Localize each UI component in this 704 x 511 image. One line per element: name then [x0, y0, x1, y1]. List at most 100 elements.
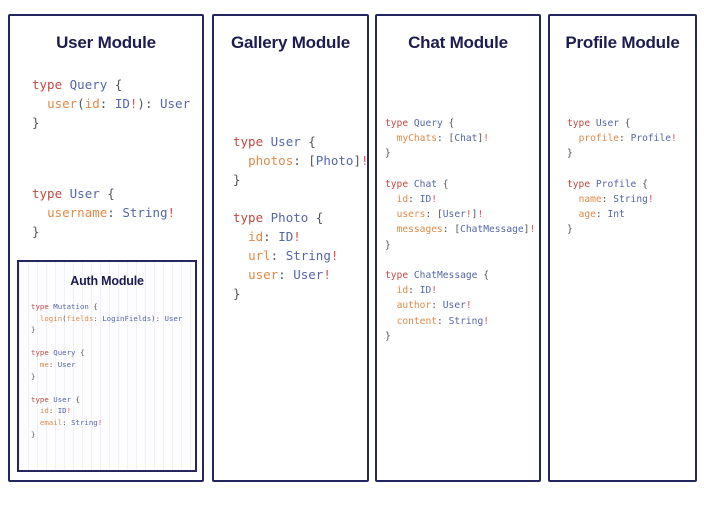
module-panel-profile[interactable]: Profile Module type User { profile: Prof… — [548, 14, 697, 482]
code-token: type — [32, 186, 70, 201]
code-token: content — [396, 315, 437, 327]
code-token: ID — [419, 285, 432, 297]
module-panel-user[interactable]: User Module type Query { user(id: ID!): … — [8, 14, 204, 482]
module-title-gallery: Gallery Module — [230, 33, 351, 52]
code-token: ] — [471, 209, 478, 221]
code-token: : — [408, 285, 420, 297]
code-token: ( — [62, 313, 67, 323]
code-token — [385, 224, 397, 235]
code-token: String — [448, 315, 484, 327]
code-token: User — [595, 118, 619, 129]
code-token: ID — [114, 96, 130, 111]
code-token — [31, 360, 40, 369]
code-token: ! — [167, 205, 176, 220]
code-token: ! — [360, 153, 369, 168]
code-token — [385, 133, 397, 144]
code-token: ! — [431, 285, 438, 297]
code-token: : — [408, 194, 420, 205]
code-token: type — [385, 118, 414, 129]
code-token: ! — [671, 133, 677, 145]
schema-code-block-gallery-photo: type Photo { id: ID! url: String! user: … — [233, 208, 367, 303]
module-panel-gallery[interactable]: Gallery Module type User { photos: [Phot… — [212, 14, 369, 482]
module-title-user: User Module — [56, 33, 156, 52]
code-token: User — [160, 96, 191, 111]
code-token: login — [39, 313, 63, 323]
code-token: me — [39, 359, 49, 369]
code-token: } — [31, 429, 36, 439]
code-token: { — [99, 186, 115, 201]
module-title-chat: Chat Module — [408, 33, 508, 52]
code-token: { — [442, 118, 455, 129]
code-token: type — [233, 134, 271, 149]
code-token: ! — [483, 315, 489, 327]
code-token: String — [71, 417, 98, 427]
code-token: ID — [278, 229, 294, 244]
code-token: } — [233, 172, 241, 187]
code-token: : [ — [437, 133, 455, 145]
code-token: id — [396, 194, 409, 205]
code-token: : — [263, 229, 279, 244]
code-token: } — [233, 286, 241, 301]
schema-code-block-auth-mutation: type Mutation { login(fields: LoginField… — [31, 301, 195, 336]
code-token: { — [300, 134, 316, 149]
code-token: User — [53, 394, 72, 404]
code-token: Query — [413, 118, 443, 129]
code-token: name — [578, 194, 602, 205]
code-token: Chat — [413, 178, 437, 190]
code-token: ! — [465, 300, 472, 312]
code-token: ChatMessage — [460, 224, 524, 236]
code-token — [32, 96, 47, 111]
code-token: ! — [66, 406, 72, 416]
code-token: : — [431, 300, 443, 312]
code-token: type — [233, 210, 271, 225]
schema-code-block-user-query: type Query { user(id: ID!): User } — [32, 75, 202, 132]
code-token: Mutation — [53, 302, 89, 311]
schema-code-block-auth-user: type User { id: ID! email: String! } — [31, 394, 195, 440]
code-token: : [ — [442, 224, 461, 236]
code-token: Photo — [315, 153, 354, 168]
code-token — [233, 267, 248, 282]
code-token: User — [442, 209, 466, 221]
code-token: ! — [323, 267, 331, 282]
code-token — [233, 248, 248, 263]
code-token: : — [99, 96, 115, 111]
code-token: : — [107, 205, 123, 220]
code-token: { — [71, 394, 80, 404]
schema-code-block-chat-message: type ChatMessage { id: ID! author: User!… — [385, 268, 539, 344]
code-token: String — [285, 248, 331, 263]
code-token: } — [31, 325, 36, 335]
code-token: Chat — [454, 133, 478, 145]
code-token: Photo — [270, 210, 309, 225]
code-token: type — [32, 77, 70, 92]
code-token: } — [567, 148, 573, 160]
code-token: { — [437, 178, 449, 190]
module-panel-auth[interactable]: Auth Module type Mutation { login(fields… — [17, 260, 197, 472]
module-panel-chat[interactable]: Chat Module type Query { myChats: [Chat]… — [375, 14, 541, 482]
code-token: : — [601, 194, 614, 205]
code-token: } — [31, 371, 36, 381]
code-token — [233, 153, 248, 168]
code-token: User — [270, 134, 301, 149]
code-token: : — [93, 313, 103, 323]
code-token: age — [578, 209, 596, 221]
code-token: { — [477, 270, 489, 281]
code-token: ] — [353, 153, 361, 168]
code-token: Query — [53, 348, 76, 358]
schema-code-block-profile-user: type User { profile: Profile! } — [567, 116, 695, 162]
code-token: type — [567, 178, 596, 190]
code-token — [31, 418, 40, 427]
code-token: ): — [151, 313, 165, 323]
code-token: LoginFields — [102, 313, 152, 323]
code-token: ! — [431, 194, 438, 205]
code-token: profile — [578, 133, 619, 145]
code-token: : — [437, 315, 449, 327]
code-token: author — [396, 300, 432, 312]
code-token: user — [248, 267, 279, 282]
code-token: Query — [69, 77, 108, 92]
code-token: Profile — [595, 178, 637, 190]
code-token: : [ — [293, 153, 316, 168]
code-token: } — [32, 115, 40, 130]
code-token: { — [75, 348, 85, 358]
code-token: ( — [77, 96, 85, 111]
